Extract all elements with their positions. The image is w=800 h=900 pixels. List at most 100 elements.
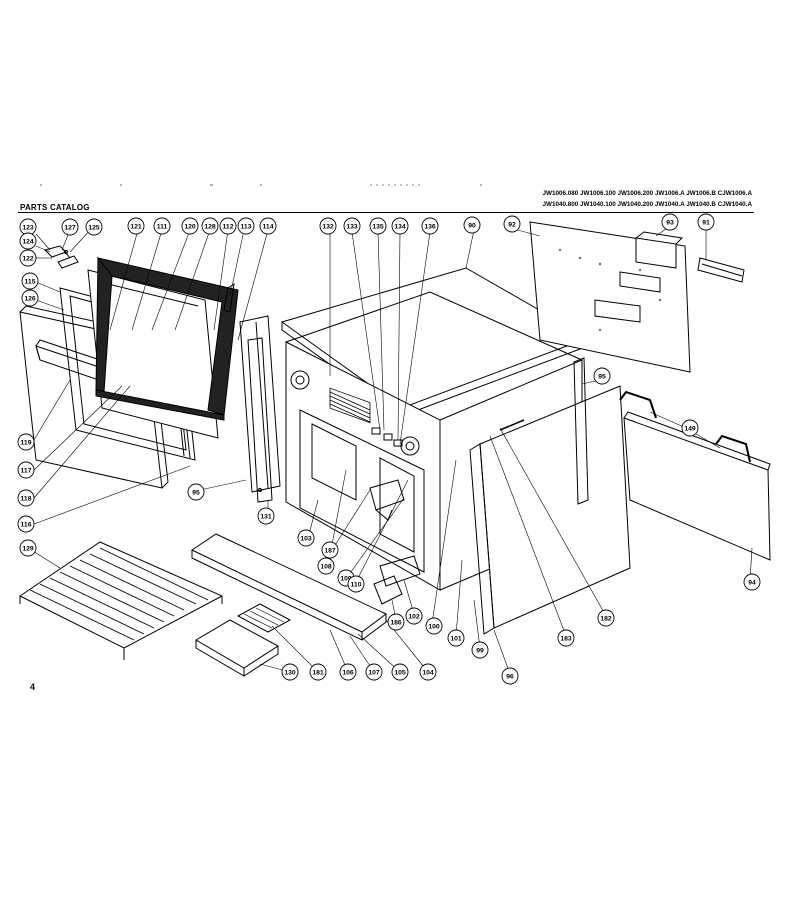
callout-circle <box>421 217 439 235</box>
callout-label: 113 <box>241 223 252 230</box>
hinge-parts <box>44 245 79 269</box>
callout-label: 94 <box>748 579 756 586</box>
callout-label: 114 <box>263 223 274 230</box>
callout-label: 111 <box>157 223 168 230</box>
callout-93: 93 <box>661 213 679 231</box>
callout-label: 123 <box>22 224 34 231</box>
callout-circle <box>463 216 481 234</box>
callout-circle <box>743 573 761 591</box>
callout-136: 136 <box>421 217 439 235</box>
oven-rack <box>19 541 224 660</box>
model-list-line-1: JW1006.080 JW1006.100 JW1006.200 JW1006.… <box>542 190 752 197</box>
callout-124: 124 <box>19 232 37 250</box>
callout-134: 134 <box>391 217 409 235</box>
callout-circle <box>281 663 299 681</box>
callout-label: 129 <box>22 545 34 552</box>
bracket-strip <box>697 257 745 283</box>
callout-94: 94 <box>743 573 761 591</box>
callout-121: 121 <box>127 217 145 235</box>
callout-circle <box>297 529 315 547</box>
callout-label: 134 <box>394 223 406 230</box>
callout-label: 124 <box>22 238 34 245</box>
callout-label: 119 <box>21 439 32 446</box>
callout-105: 105 <box>391 663 409 681</box>
callout-circle <box>503 215 521 233</box>
callout-label: 130 <box>284 669 296 676</box>
callout-115: 115 <box>21 272 39 290</box>
callout-circle <box>405 607 423 625</box>
callout-label: 125 <box>88 224 100 231</box>
callout-circle <box>21 272 39 290</box>
callout-circle <box>187 483 205 501</box>
callout-label: 95 <box>192 489 200 496</box>
callout-circle <box>387 613 405 631</box>
callout-label: 149 <box>684 425 696 432</box>
model-list-line-2: JW1040.800 JW1040.100 JW1040.200 JW1040.… <box>542 201 752 208</box>
callout-circle <box>347 575 365 593</box>
callout-label: 107 <box>368 669 380 676</box>
duct-box <box>635 231 684 269</box>
callout-label: 103 <box>300 535 312 542</box>
callout-label: 95 <box>598 373 606 380</box>
page-title: PARTS CATALOG <box>20 203 90 212</box>
callout-circle <box>391 217 409 235</box>
callout-128: 128 <box>201 217 219 235</box>
callout-label: 116 <box>21 521 32 528</box>
callout-circle <box>259 217 277 235</box>
callout-90: 90 <box>463 216 481 234</box>
callout-186: 186 <box>387 613 405 631</box>
callout-label: 131 <box>260 513 272 520</box>
callout-label: 90 <box>468 222 476 229</box>
vent-grille <box>236 603 292 633</box>
rear-handles <box>619 390 751 463</box>
callout-118: 118 <box>17 489 35 507</box>
callout-127: 127 <box>61 218 79 236</box>
callout-126: 126 <box>21 289 39 307</box>
callout-label: 96 <box>506 673 514 680</box>
side-panel-left <box>239 315 281 503</box>
callout-label: 109 <box>340 575 352 582</box>
callout-label: 101 <box>450 635 462 642</box>
callout-104: 104 <box>419 663 437 681</box>
callout-132: 132 <box>319 217 337 235</box>
filter-part <box>373 575 403 605</box>
callout-label: 183 <box>560 635 572 642</box>
callout-125: 125 <box>85 218 103 236</box>
callout-95: 95 <box>187 483 205 501</box>
callout-129: 129 <box>19 539 37 557</box>
callout-circle <box>153 217 171 235</box>
callout-circle <box>369 217 387 235</box>
callout-149: 149 <box>681 419 699 437</box>
callout-label: 105 <box>394 669 406 676</box>
callout-circle <box>365 663 383 681</box>
callout-133: 133 <box>343 217 361 235</box>
callout-label: 182 <box>600 615 612 622</box>
callout-100: 100 <box>425 617 443 635</box>
callout-110: 110 <box>347 575 365 593</box>
callout-circle <box>21 289 39 307</box>
callout-113: 113 <box>237 217 255 235</box>
callout-circle <box>19 249 37 267</box>
callout-135: 135 <box>369 217 387 235</box>
callout-circle <box>85 218 103 236</box>
callout-108: 108 <box>317 557 335 575</box>
callout-114: 114 <box>259 217 277 235</box>
header-rule <box>18 212 754 213</box>
callout-circle <box>17 515 35 533</box>
callout-circle <box>319 217 337 235</box>
callout-label: 135 <box>372 223 384 230</box>
callout-circle <box>17 461 35 479</box>
callout-112: 112 <box>219 217 237 235</box>
callout-circle <box>391 663 409 681</box>
callout-106: 106 <box>339 663 357 681</box>
callout-circle <box>317 557 335 575</box>
callout-label: 132 <box>322 223 334 230</box>
callout-circle <box>127 217 145 235</box>
callout-111: 111 <box>153 217 171 235</box>
callout-label: 112 <box>223 223 234 230</box>
callout-label: 108 <box>320 563 332 570</box>
callout-circle <box>343 217 361 235</box>
side-panel-right <box>469 385 631 635</box>
callout-label: 100 <box>428 623 440 630</box>
